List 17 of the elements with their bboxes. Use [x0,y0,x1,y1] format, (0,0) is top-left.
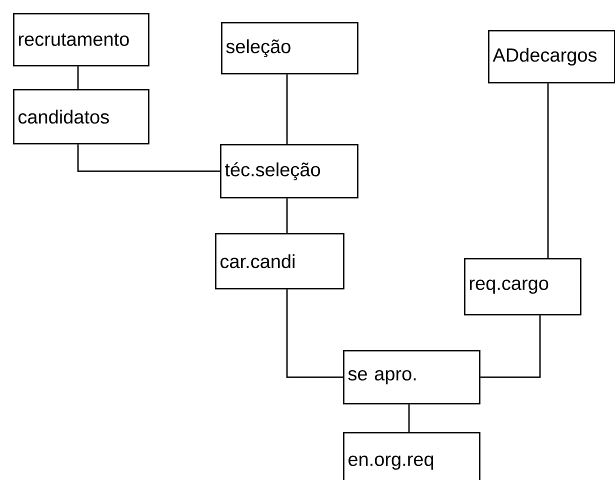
process-box: car.candi [215,233,344,290]
connector-line [77,66,79,89]
process-box: en.org.req [343,432,480,480]
connector-line [408,404,410,432]
process-box: se apro. [343,350,480,404]
process-box: candidatos [13,89,150,144]
connector-line [286,74,288,144]
process-box: téc.seleção [220,144,358,198]
process-box: req.cargo [464,258,582,316]
process-box: recrutamento [13,13,150,66]
connector-line [286,198,288,233]
connector-line [77,144,220,172]
process-box: seleção [221,22,358,74]
connector-line [480,315,541,378]
connector-line [286,289,343,378]
process-box: ADdecargos [488,30,615,84]
connector-line [547,83,549,258]
